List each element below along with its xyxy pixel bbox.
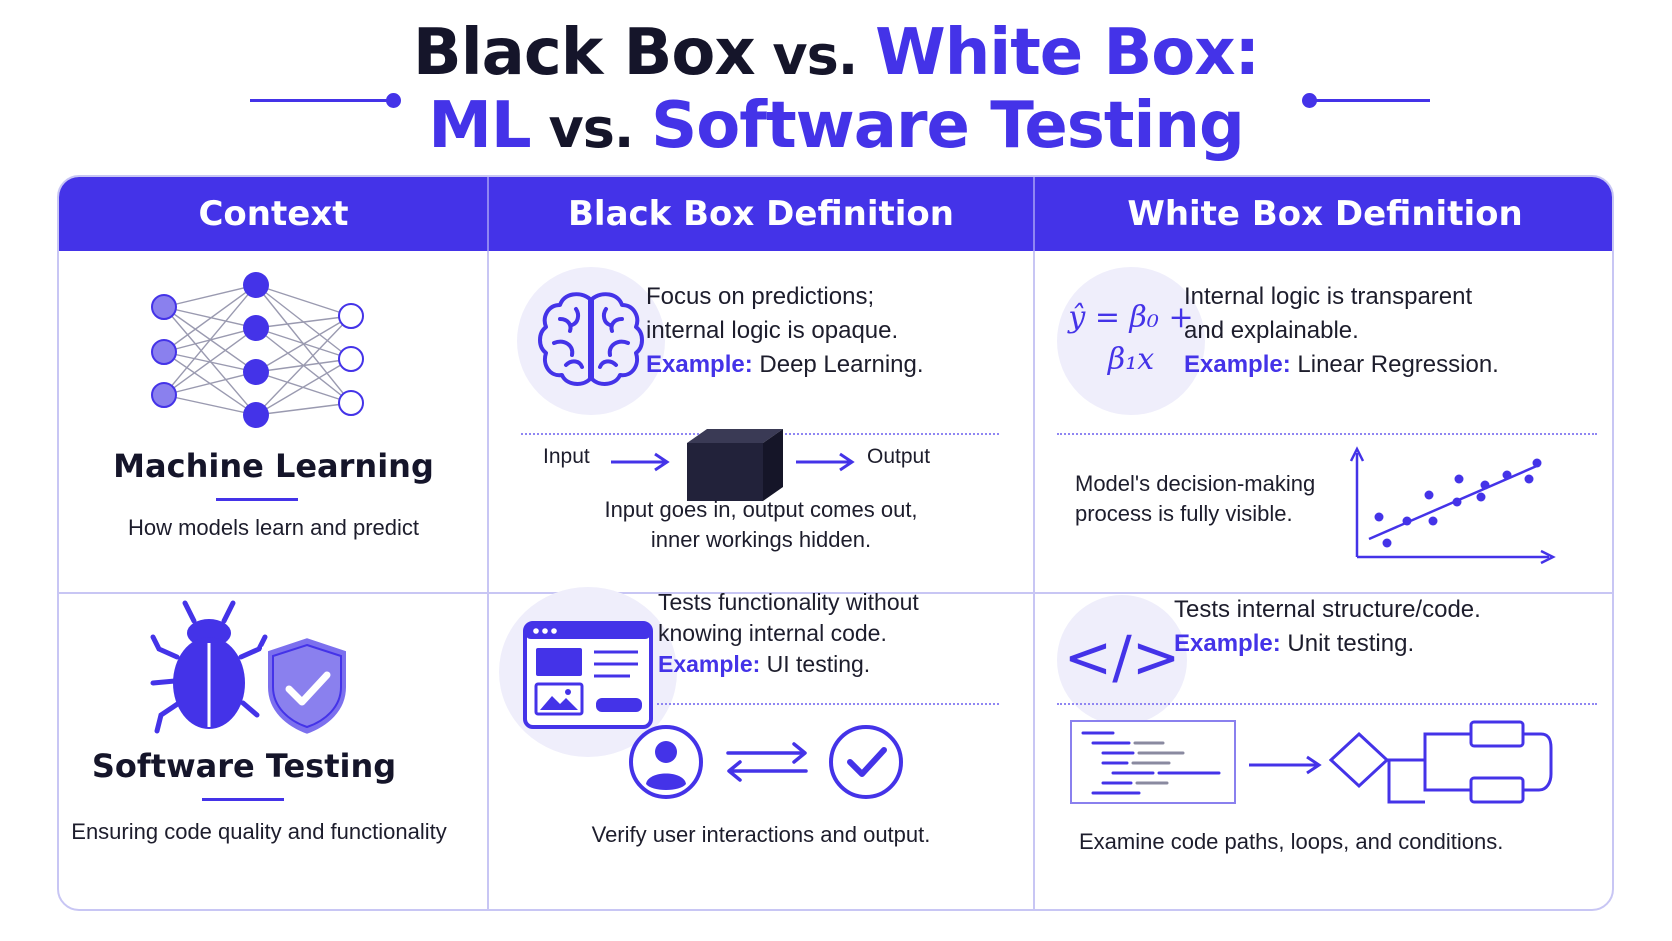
- column-divider: [1033, 251, 1035, 909]
- st-white-box-desc: Tests internal structure/code. Example: …: [1174, 593, 1594, 661]
- user-icon: [629, 725, 703, 799]
- title-decor-dot-left: [386, 93, 401, 108]
- title-decor-line-right: [1310, 99, 1430, 102]
- example-value: UI testing.: [760, 651, 871, 677]
- example-value: Deep Learning.: [752, 351, 924, 378]
- context-title-ml: Machine Learning: [113, 447, 434, 485]
- bug-shield-icon: [150, 600, 352, 741]
- title-decor-line-left: [250, 99, 390, 102]
- icon-circle: [1057, 267, 1205, 415]
- check-circle-icon: [829, 725, 903, 799]
- example-line: Example: Linear Regression.: [1184, 348, 1604, 382]
- example-label: Example:: [1174, 630, 1281, 657]
- caption-line: process is fully visible.: [1075, 501, 1293, 526]
- arrow-right-icon: [611, 452, 670, 472]
- table-header-row: Context Black Box Definition White Box D…: [59, 177, 1612, 251]
- title-decor-dot-right: [1302, 93, 1317, 108]
- context-title-st: Software Testing: [91, 747, 397, 785]
- dotted-separator: [657, 703, 999, 705]
- caption-line: inner workings hidden.: [650, 527, 872, 552]
- title-line-1: Black Box vs. White Box:: [0, 18, 1672, 91]
- title-vs-1: vs.: [754, 24, 876, 87]
- header-divider: [487, 177, 489, 251]
- page-title: Black Box vs. White Box: ML vs. Software…: [0, 18, 1672, 164]
- flowchart-icon: [1329, 720, 1553, 804]
- code-icon: </>: [1063, 623, 1181, 691]
- desc-line: and explainable.: [1184, 317, 1359, 344]
- caption-line: Input goes in, output comes out,: [604, 497, 918, 522]
- st-black-box-caption: Verify user interactions and output.: [591, 822, 931, 847]
- title-vs-2: vs.: [530, 97, 652, 160]
- brain-icon: [538, 292, 644, 386]
- neural-network-icon: [151, 272, 364, 428]
- example-value: Linear Regression.: [1290, 351, 1499, 378]
- title-line-2: ML vs. Software Testing: [0, 91, 1672, 164]
- row-divider: [59, 592, 1612, 594]
- header-divider: [1033, 177, 1035, 251]
- code-listing-icon: [1070, 720, 1236, 804]
- desc-line: Tests functionality without: [658, 589, 919, 615]
- st-black-box-desc: Tests functionality without knowing inte…: [658, 587, 1018, 680]
- example-line: Example: UI testing.: [658, 649, 1018, 680]
- context-underline: [216, 498, 298, 501]
- title-software-testing: Software Testing: [651, 89, 1245, 163]
- white-box-caption: Model's decision-making process is fully…: [1075, 469, 1345, 529]
- dotted-separator: [1057, 433, 1597, 435]
- st-white-box-caption: Examine code paths, loops, and condition…: [1079, 829, 1504, 854]
- browser-window-icon: [523, 621, 653, 729]
- equation-icon: ŷ = β₀ + β₁x: [1057, 297, 1205, 381]
- header-white-box: White Box Definition: [1127, 194, 1523, 234]
- desc-line: Focus on predictions;: [646, 283, 875, 310]
- black-box-cube-icon: [687, 429, 783, 501]
- header-black-box: Black Box Definition: [568, 194, 954, 234]
- comparison-table: Context Black Box Definition White Box D…: [57, 175, 1614, 911]
- title-black-box: Black Box: [412, 16, 756, 90]
- dotted-separator: [1057, 703, 1597, 705]
- example-line: Example: Unit testing.: [1174, 627, 1594, 661]
- ml-black-box-desc: Focus on predictions; internal logic is …: [646, 280, 1026, 382]
- example-line: Example: Deep Learning.: [646, 348, 1026, 382]
- diagram-input-label: Input: [543, 445, 590, 468]
- desc-line: Internal logic is transparent: [1184, 283, 1473, 310]
- title-white-box: White Box:: [875, 16, 1260, 90]
- example-value: Unit testing.: [1280, 630, 1415, 657]
- equation-line: β₁x: [1107, 342, 1155, 377]
- desc-line: Tests internal structure/code.: [1174, 596, 1481, 623]
- header-context: Context: [198, 194, 349, 234]
- example-label: Example:: [1184, 351, 1291, 378]
- context-subtitle-st: Ensuring code quality and functionality: [71, 819, 447, 844]
- example-label: Example:: [658, 651, 761, 677]
- equation-line: ŷ = β₀ +: [1068, 300, 1194, 335]
- swap-arrows-icon: [726, 742, 808, 782]
- desc-line: internal logic is opaque.: [646, 317, 899, 344]
- arrow-right-icon: [796, 452, 855, 472]
- example-label: Example:: [646, 351, 753, 378]
- desc-line: knowing internal code.: [658, 620, 887, 646]
- regression-plot-icon: [1349, 446, 1556, 565]
- context-subtitle-ml: How models learn and predict: [127, 515, 420, 540]
- title-ml: ML: [428, 89, 531, 163]
- ml-white-box-desc: Internal logic is transparent and explai…: [1184, 280, 1604, 382]
- column-divider: [487, 251, 489, 909]
- diagram-output-label: Output: [867, 445, 931, 468]
- black-box-caption: Input goes in, output comes out, inner w…: [489, 495, 1033, 555]
- caption-line: Model's decision-making: [1075, 471, 1316, 496]
- arrow-right-icon: [1249, 755, 1322, 775]
- context-underline: [202, 798, 284, 801]
